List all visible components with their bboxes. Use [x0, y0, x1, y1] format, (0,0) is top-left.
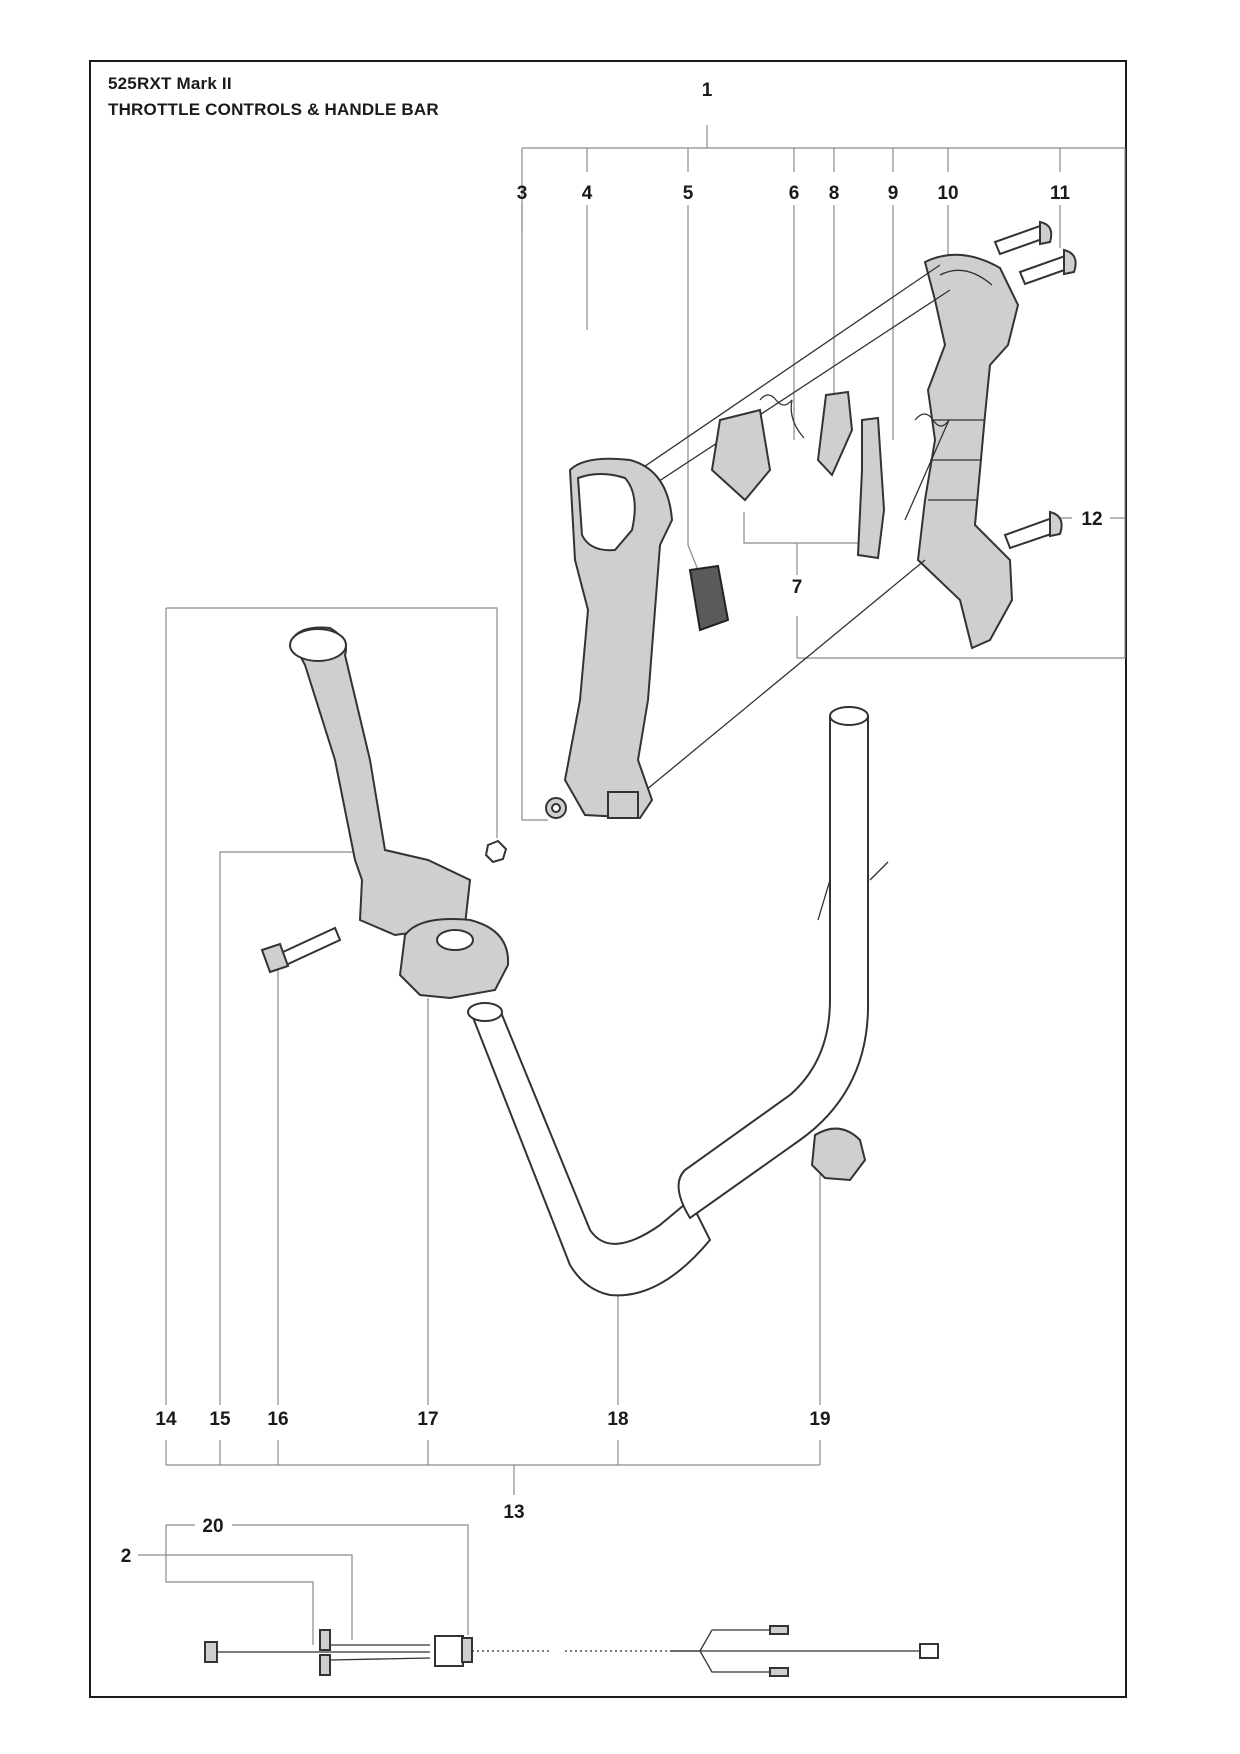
callout-15: 15 — [209, 1409, 231, 1430]
callout-16: 16 — [267, 1409, 288, 1430]
callout-10: 10 — [937, 183, 958, 204]
callout-5: 5 — [683, 183, 694, 204]
callout-2: 2 — [121, 1546, 132, 1567]
callout-3: 3 — [517, 183, 528, 204]
callout-12: 12 — [1081, 509, 1102, 530]
throttle-cable-assembly — [204, 1625, 939, 1677]
callout-11: 11 — [1050, 183, 1071, 204]
section-title: THROTTLE CONTROLS & HANDLE BAR — [108, 100, 439, 119]
callout-4: 4 — [582, 183, 593, 204]
callout-1: 1 — [702, 80, 713, 101]
callout-20: 20 — [202, 1516, 223, 1537]
page-frame — [89, 60, 1127, 1698]
callout-9: 9 — [888, 183, 899, 204]
callout-14: 14 — [155, 1409, 177, 1430]
callout-13: 13 — [503, 1502, 524, 1523]
callout-19: 19 — [809, 1409, 830, 1430]
throttle-handle-assembly — [545, 220, 1077, 820]
callout-6: 6 — [789, 183, 800, 204]
callout-labels: 1 3 4 5 6 8 9 10 11 12 7 14 15 16 17 18 … — [121, 80, 1103, 1567]
callout-8: 8 — [829, 183, 840, 204]
callout-18: 18 — [607, 1409, 628, 1430]
handlebar-assembly — [260, 626, 889, 1297]
callout-7: 7 — [792, 577, 803, 598]
model-title: 525RXT Mark II — [108, 74, 232, 93]
callout-17: 17 — [417, 1409, 438, 1430]
